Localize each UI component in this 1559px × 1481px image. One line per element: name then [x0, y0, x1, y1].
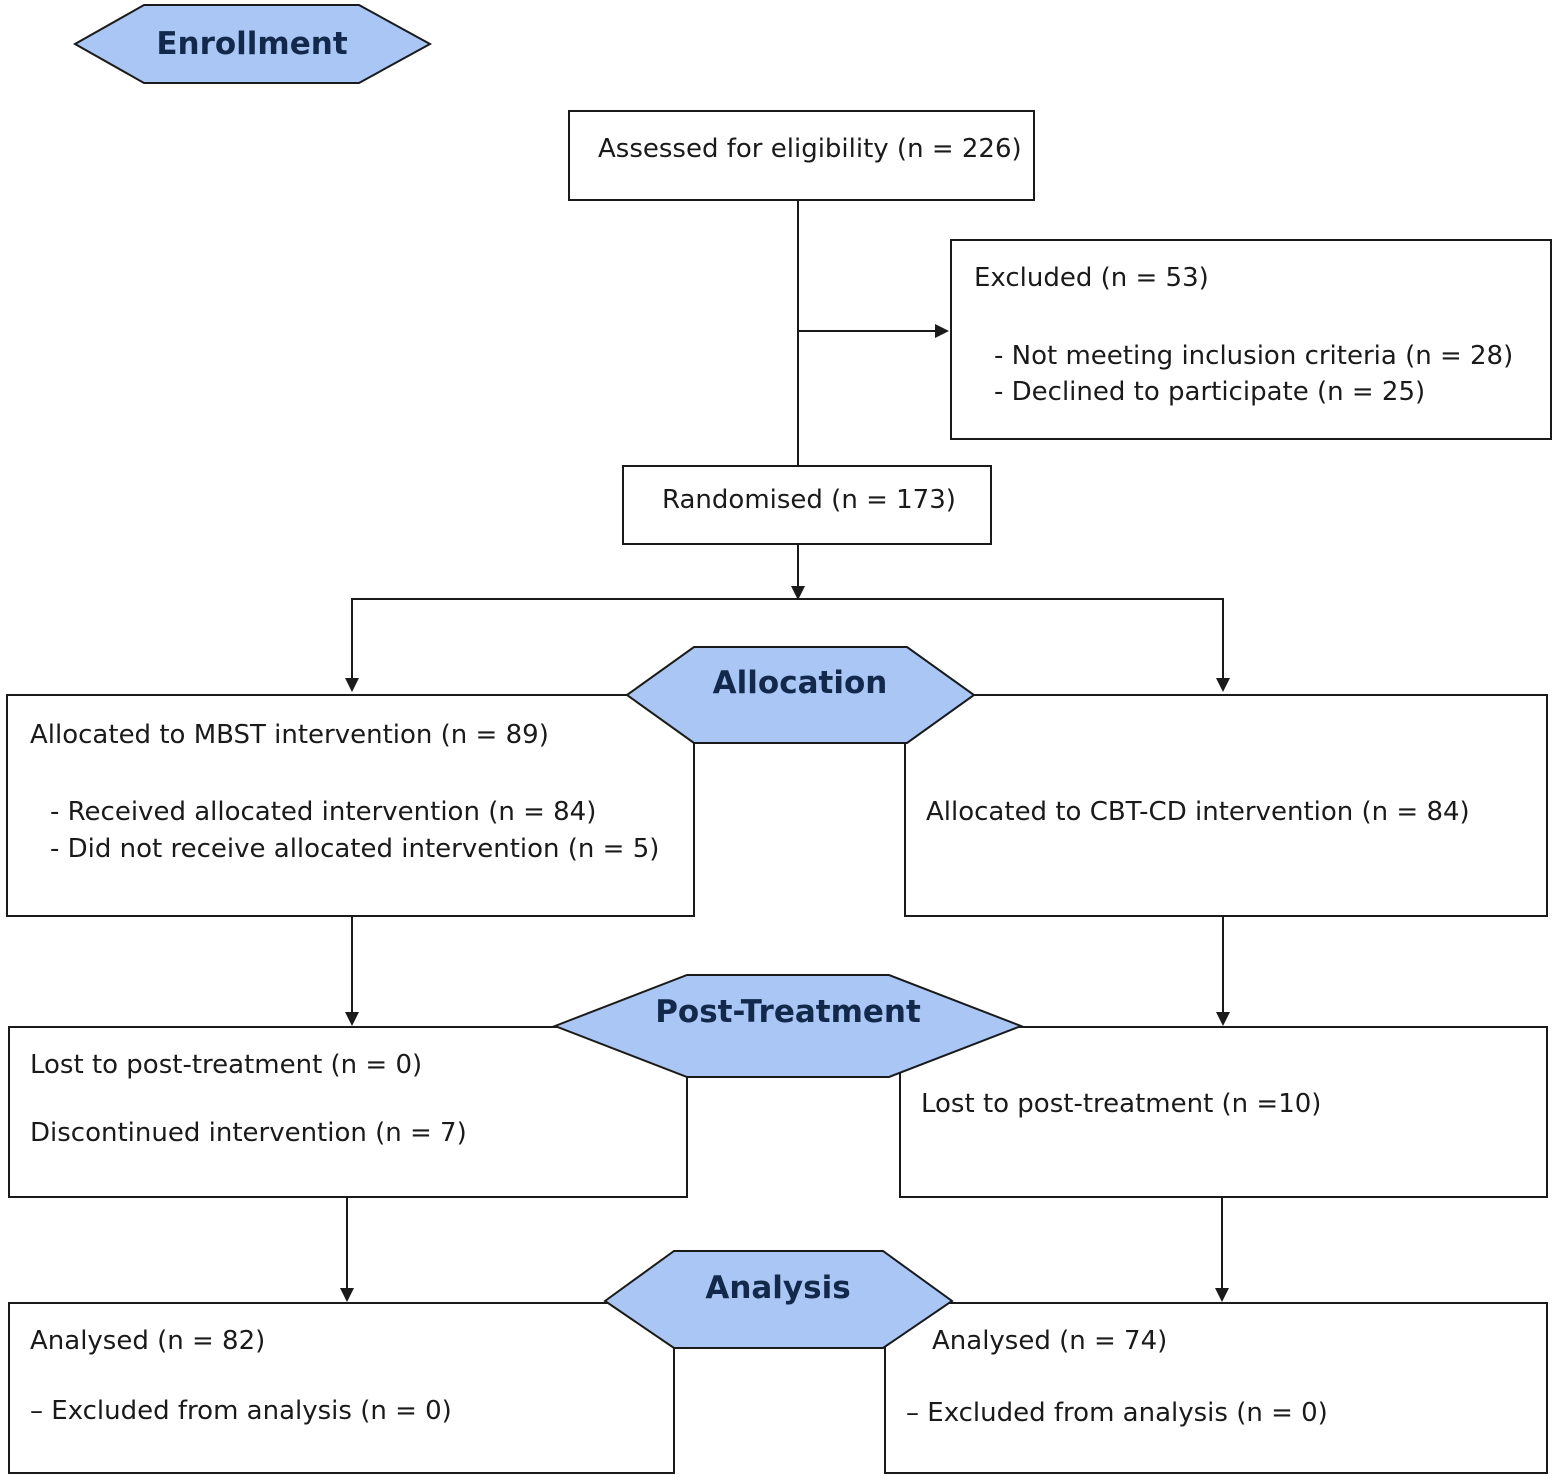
allocation-left-title: Allocated to MBST intervention (n = 89) — [30, 720, 549, 750]
analysis-label: Analysis — [705, 1270, 851, 1306]
post-right-box: Lost to post-treatment (n =10) — [899, 1026, 1548, 1198]
enrollment-label: Enrollment — [156, 26, 348, 62]
allocation-right-box: Allocated to CBT-CD intervention (n = 84… — [904, 694, 1548, 917]
allocation-left-box: Allocated to MBST intervention (n = 89) … — [6, 694, 695, 917]
excluded-box: Excluded (n = 53) - Not meeting inclusio… — [950, 239, 1552, 440]
post-right-lost: Lost to post-treatment (n =10) — [921, 1089, 1322, 1119]
post-left-discontinued: Discontinued intervention (n = 7) — [30, 1118, 467, 1148]
post-treatment-label: Post-Treatment — [655, 994, 921, 1030]
analysis-left-box: Analysed (n = 82) – Excluded from analys… — [8, 1302, 675, 1474]
post-left-lost: Lost to post-treatment (n = 0) — [30, 1050, 423, 1080]
post-left-box: Lost to post-treatment (n = 0) Discontin… — [8, 1026, 688, 1198]
analysis-left-excluded: – Excluded from analysis (n = 0) — [30, 1396, 452, 1426]
arrow-split-right — [798, 598, 1230, 692]
allocation-left-item: - Did not receive allocated intervention… — [50, 834, 660, 864]
excluded-title: Excluded (n = 53) — [974, 263, 1209, 293]
analysis-right-box: Analysed (n = 74) – Excluded from analys… — [884, 1302, 1548, 1474]
allocation-left-item: - Received allocated intervention (n = 8… — [50, 797, 597, 827]
analysis-left-analysed: Analysed (n = 82) — [30, 1326, 266, 1356]
assessed-box: Assessed for eligibility (n = 226) — [568, 110, 1035, 201]
assessed-text: Assessed for eligibility (n = 226) — [598, 134, 1022, 164]
analysis-right-analysed: Analysed (n = 74) — [932, 1326, 1168, 1356]
excluded-item: - Declined to participate (n = 25) — [994, 377, 1426, 407]
arrow-split-left — [345, 598, 798, 692]
allocation-label: Allocation — [712, 665, 888, 701]
excluded-item: - Not meeting inclusion criteria (n = 28… — [994, 341, 1514, 371]
analysis-right-excluded: – Excluded from analysis (n = 0) — [906, 1398, 1328, 1428]
randomised-text: Randomised (n = 173) — [662, 485, 956, 515]
randomised-box: Randomised (n = 173) — [622, 465, 992, 545]
allocation-right-title: Allocated to CBT-CD intervention (n = 84… — [926, 797, 1470, 827]
